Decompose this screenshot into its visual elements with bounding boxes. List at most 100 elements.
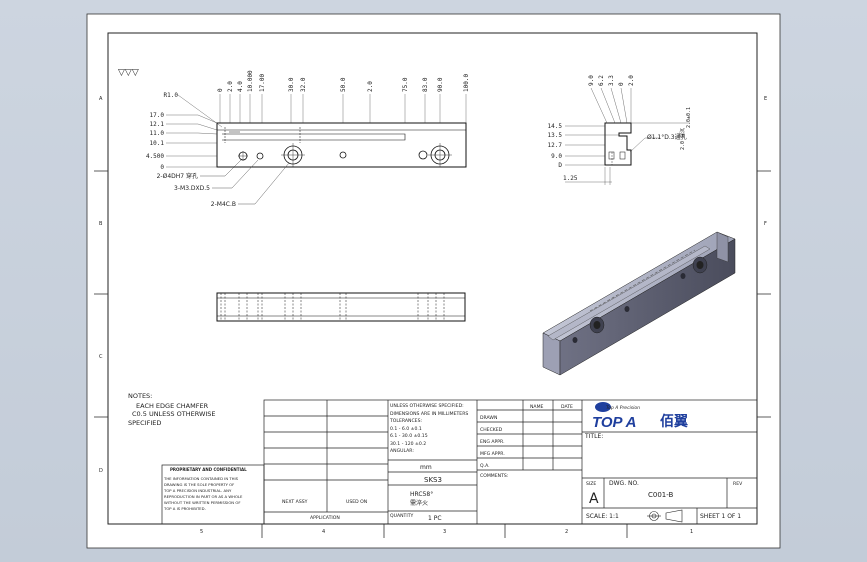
front-dim: 4.0 (237, 81, 244, 92)
svg-text:Top A Precision: Top A Precision (606, 405, 640, 411)
dwg-no-value: C001-B (648, 491, 674, 499)
proprietary-line: WITHOUT THE WRITTEN PERMISSION OF (164, 500, 241, 505)
quantity-label: QUANTITY (390, 513, 414, 519)
front-left-dim: R1.0 (164, 92, 179, 99)
proprietary-line: TOP A PRECISION INDUSTRIAL. ANY (163, 488, 232, 493)
top-view (216, 292, 466, 322)
isometric-view (542, 231, 736, 376)
tolerance-row: 6.1 - 30.0 ±0.15 (390, 433, 428, 439)
front-dim: 100.0 (463, 74, 470, 92)
side-left-dim: 13.5 (548, 132, 563, 139)
quantity-value: 1 PC (428, 515, 442, 522)
dims-in-label: DIMENSIONS ARE IN MILLIMETERS (390, 411, 468, 417)
notes-line: SPECIFIED (128, 419, 161, 427)
size-label: SIZE (586, 481, 596, 487)
comments-label: COMMENTS: (480, 473, 509, 479)
front-dim: 30.0 (288, 77, 295, 92)
hardness-note: 需淬火 (410, 499, 428, 507)
zone-number: 1 (690, 529, 693, 535)
side-view: 9.0 6.2 3.3 0 2.0 14.5 13.5 12.7 9.0 D 1… (548, 75, 692, 185)
front-view-outline (216, 122, 467, 168)
svg-text:TOP A: TOP A (592, 414, 636, 431)
notes-block: NOTES: EACH EDGE CHAMFER C0.5 UNLESS OTH… (128, 392, 216, 427)
side-right-dim: 2.0 深沉 (679, 128, 686, 150)
projection-symbol-icon (647, 509, 683, 523)
hole-4dh7-right (418, 150, 428, 160)
front-dim: 10.000 (247, 70, 254, 92)
side-right-dim: 2.0±0.1 (686, 107, 692, 128)
side-dim: 2.0 (628, 75, 635, 86)
side-dim: 3.3 (608, 75, 615, 86)
zone-letter: C (99, 354, 103, 360)
zone-number: 4 (322, 529, 325, 535)
company-logo: Top A Precision TOP A 佰翼 (592, 402, 688, 431)
zone-letter: F (764, 221, 767, 227)
mfg-appr-label: MFG APPR. (480, 451, 505, 457)
zone-number: 3 (443, 529, 446, 535)
hole-m3-left (256, 152, 264, 160)
front-view: 0 2.0 4.0 10.000 17.00 30.0 32.0 50.0 2.… (146, 70, 470, 208)
zone-letter: E (764, 96, 767, 102)
checked-label: CHECKED (480, 427, 503, 433)
tolerance-row: 0.1 - 6.0 ±0.1 (390, 426, 422, 432)
front-dim: 83.0 (422, 77, 429, 92)
size-value: A (589, 491, 599, 507)
qa-label: Q.A. (480, 463, 490, 469)
surface-finish-mark: ▽▽▽ (118, 68, 139, 78)
front-left-dim: 10.1 (150, 140, 165, 147)
front-dim: 2.0 (367, 81, 374, 92)
svg-text:佰翼: 佰翼 (660, 413, 688, 430)
side-left-dim: D (558, 162, 562, 169)
tolerance-row: 30.1 - 120 ±0.2 (390, 441, 426, 447)
drawn-label: DRAWN (480, 415, 497, 421)
side-left-dim: 14.5 (548, 123, 563, 130)
proprietary-line: THE INFORMATION CONTAINED IN THIS (163, 476, 239, 481)
eng-appr-label: ENG APPR. (480, 439, 505, 445)
front-left-dim: 17.0 (150, 112, 165, 119)
unless-specified-label: UNLESS OTHERWISE SPECIFIED: (390, 403, 464, 409)
title-label: TITLE: (584, 433, 603, 440)
material-value: SKS3 (424, 476, 442, 484)
side-view-outline (604, 122, 632, 166)
notes-title: NOTES: (128, 392, 152, 400)
callout-m3-holes: 3-M3.DXD.5 (174, 185, 210, 192)
front-left-dim: 4.500 (146, 153, 164, 160)
hole-m3-mid (339, 151, 347, 159)
front-left-dim: 12.1 (150, 121, 165, 128)
tolerance-row: ANGULAR: (390, 448, 414, 454)
rev-label: REV (733, 481, 743, 487)
callout-m4-counterbore: 2-M4C.B (211, 201, 236, 208)
proprietary-line: DRAWING IS THE SOLE PROPERTY OF (164, 482, 234, 487)
side-left-dim: 12.7 (548, 142, 563, 149)
proprietary-line: REPRODUCTION IN PART OR AS A WHOLE (164, 494, 243, 499)
application-label: APPLICATION (310, 515, 340, 521)
notes-line: EACH EDGE CHAMFER (136, 402, 209, 410)
zone-letter: D (99, 468, 103, 474)
front-left-dim: 0 (160, 164, 164, 171)
dwg-no-label: DWG. NO. (609, 480, 639, 487)
sheet-label: SHEET 1 OF 1 (700, 513, 741, 520)
used-on-label: USED ON (346, 499, 367, 505)
side-bottom-dim: 1.25 (563, 175, 578, 182)
front-dim: 32.0 (300, 77, 307, 92)
front-dim: 50.0 (340, 77, 347, 92)
zone-number: 5 (200, 529, 203, 535)
title-block-text: UNLESS OTHERWISE SPECIFIED: DIMENSIONS A… (163, 403, 743, 522)
side-dim: 0 (618, 82, 625, 86)
unit-value: mm (420, 464, 432, 471)
front-dim: 17.00 (259, 74, 266, 92)
date-column-label: DATE (561, 404, 573, 410)
front-dim: 2.0 (227, 81, 234, 92)
title-block (161, 399, 758, 525)
front-dim: 0 (217, 88, 224, 92)
zone-labels: 5 4 3 2 1 A B C D E F (99, 96, 767, 535)
iso-side-face (559, 238, 736, 376)
notes-line: C0.5 UNLESS OTHERWISE (132, 410, 216, 418)
tolerances-label: TOLERANCES: (389, 418, 422, 424)
hardness-value: HRC58° (410, 491, 433, 498)
zone-letter: B (99, 221, 103, 227)
callout-dowel-holes: 2-Ø4DH7 穿孔 (157, 172, 198, 180)
zone-ticks (94, 170, 771, 538)
